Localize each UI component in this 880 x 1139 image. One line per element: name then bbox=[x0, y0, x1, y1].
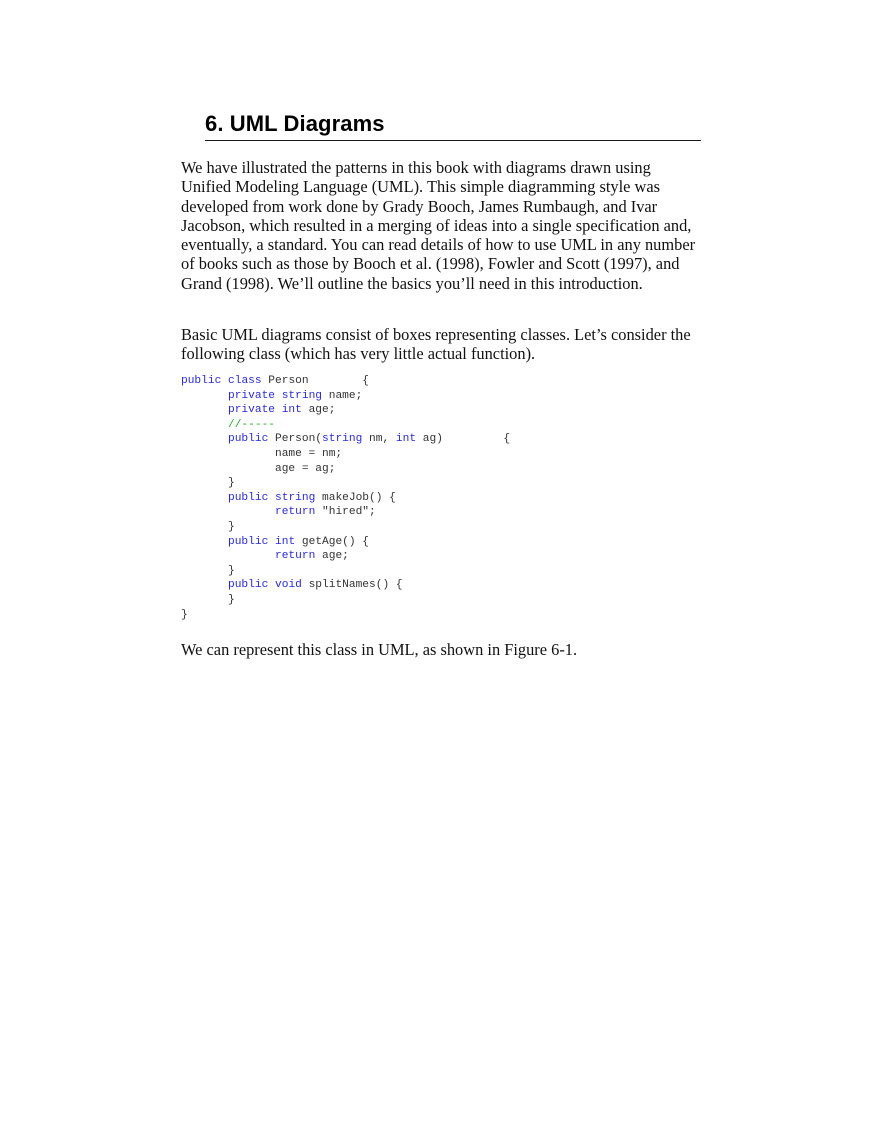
code-keyword: string bbox=[281, 389, 323, 402]
code-text: age = ag; bbox=[181, 462, 336, 475]
code-keyword: private bbox=[228, 389, 275, 402]
code-line: } bbox=[181, 476, 510, 491]
code-text bbox=[181, 550, 275, 562]
code-line: private int age; bbox=[181, 403, 510, 418]
code-keyword: int bbox=[275, 535, 296, 548]
code-line: public int getAge() { bbox=[181, 535, 510, 550]
code-text bbox=[181, 579, 228, 591]
code-text: } bbox=[181, 520, 235, 533]
code-line: } bbox=[181, 564, 510, 579]
code-text: ag) { bbox=[416, 433, 511, 446]
code-text bbox=[275, 390, 282, 402]
code-line: } bbox=[181, 593, 510, 608]
code-text: splitNames() { bbox=[301, 579, 403, 592]
code-text bbox=[268, 492, 275, 504]
code-text bbox=[221, 375, 228, 387]
code-listing: public class Person { private string nam… bbox=[181, 374, 510, 622]
intro-paragraph: We have illustrated the patterns in this… bbox=[181, 158, 696, 293]
code-text: } bbox=[181, 477, 235, 490]
code-line: name = nm; bbox=[181, 447, 510, 462]
code-comment: //----- bbox=[228, 418, 275, 431]
code-line: return "hired"; bbox=[181, 505, 510, 520]
code-keyword: void bbox=[275, 579, 302, 592]
code-text: age; bbox=[301, 404, 336, 417]
heading-underline-rule bbox=[205, 140, 701, 141]
code-keyword: int bbox=[395, 433, 417, 446]
code-text bbox=[181, 390, 228, 402]
code-line: } bbox=[181, 608, 510, 623]
code-text: } bbox=[181, 564, 235, 577]
section-heading: 6. UML Diagrams bbox=[205, 111, 385, 136]
code-text bbox=[268, 536, 275, 548]
code-line: } bbox=[181, 520, 510, 535]
code-text bbox=[275, 404, 282, 416]
class-intro-paragraph: Basic UML diagrams consist of boxes repr… bbox=[181, 325, 691, 364]
code-text bbox=[181, 492, 228, 504]
code-text: "hired"; bbox=[315, 506, 376, 519]
code-text: age; bbox=[315, 550, 349, 563]
code-keyword: string bbox=[275, 491, 316, 504]
code-text: makeJob() { bbox=[315, 491, 396, 504]
code-text bbox=[181, 419, 228, 431]
code-text: name; bbox=[322, 389, 363, 402]
code-keyword: private bbox=[228, 404, 275, 417]
code-keyword: public bbox=[228, 579, 269, 592]
code-line: public Person(string nm, int ag) { bbox=[181, 432, 510, 447]
code-line: return age; bbox=[181, 549, 510, 564]
code-text: getAge() { bbox=[295, 535, 370, 548]
code-keyword: public bbox=[228, 491, 269, 504]
code-text: } bbox=[181, 608, 188, 621]
code-text bbox=[181, 433, 228, 445]
code-text bbox=[181, 506, 275, 518]
code-line: //----- bbox=[181, 418, 510, 433]
code-keyword: class bbox=[228, 375, 262, 387]
code-text: nm, bbox=[362, 433, 396, 446]
code-line: public class Person { bbox=[181, 374, 510, 389]
code-text: Person( bbox=[268, 433, 323, 446]
code-keyword: public bbox=[181, 375, 222, 387]
code-text bbox=[181, 404, 228, 416]
code-line: public void splitNames() { bbox=[181, 578, 510, 593]
code-keyword: return bbox=[275, 506, 316, 519]
code-line: public string makeJob() { bbox=[181, 491, 510, 506]
figure-reference-paragraph: We can represent this class in UML, as s… bbox=[181, 640, 578, 659]
code-text: } bbox=[181, 593, 235, 606]
code-keyword: public bbox=[228, 535, 269, 548]
code-text bbox=[268, 579, 275, 591]
code-line: private string name; bbox=[181, 389, 510, 404]
code-keyword: public bbox=[228, 433, 269, 446]
code-keyword: return bbox=[275, 550, 316, 563]
code-text: name = nm; bbox=[181, 447, 343, 460]
code-line: age = ag; bbox=[181, 462, 510, 477]
code-keyword: int bbox=[281, 404, 302, 417]
code-keyword: string bbox=[322, 433, 363, 446]
code-text bbox=[181, 536, 228, 548]
code-text: Person { bbox=[261, 375, 370, 387]
